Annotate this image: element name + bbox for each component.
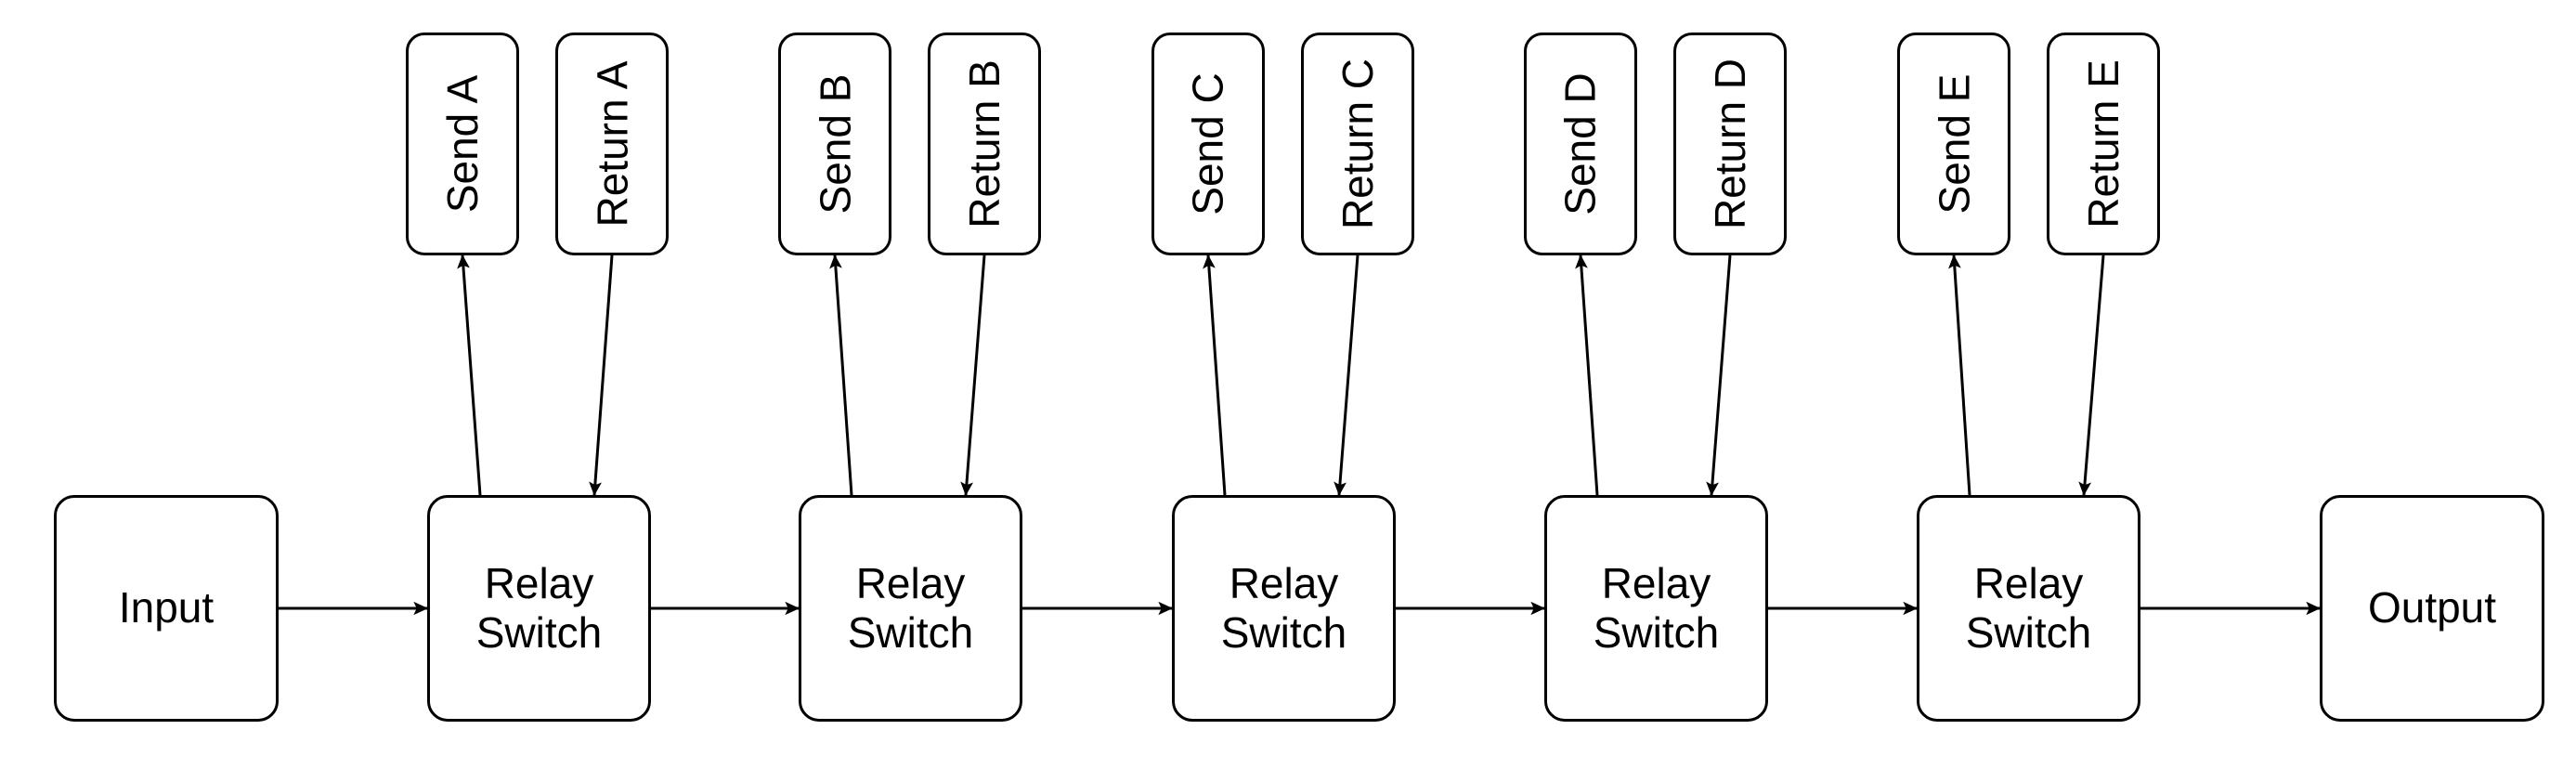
node-return-e-label: Return E: [2079, 59, 2127, 228]
send-arrow-2: [829, 254, 853, 496]
node-output-label: Output: [2367, 583, 2497, 632]
return-arrow-5: [2078, 254, 2105, 496]
node-send-b-label: Send B: [811, 73, 859, 215]
node-relay-3-label: Relay Switch: [1220, 558, 1347, 657]
return-arrow-1: [589, 254, 614, 496]
node-send-b[interactable]: Send B: [778, 33, 891, 255]
node-relay-3[interactable]: Relay Switch: [1172, 495, 1396, 722]
node-send-c[interactable]: Send C: [1151, 33, 1265, 255]
node-relay-1-label: Relay Switch: [475, 558, 603, 657]
node-return-d-label: Return D: [1706, 58, 1755, 230]
node-relay-2-label: Relay Switch: [847, 558, 974, 657]
node-return-b-label: Return B: [960, 59, 1008, 228]
node-return-a[interactable]: Return A: [555, 33, 669, 255]
node-return-d[interactable]: Return D: [1673, 33, 1787, 255]
send-arrow-5: [1948, 254, 1971, 496]
node-send-c-label: Send C: [1184, 72, 1232, 215]
node-relay-5-label: Relay Switch: [1965, 558, 2092, 657]
node-relay-1[interactable]: Relay Switch: [427, 495, 651, 722]
return-arrow-3: [1334, 254, 1360, 496]
node-relay-2[interactable]: Relay Switch: [799, 495, 1022, 722]
node-return-e[interactable]: Return E: [2047, 33, 2160, 255]
node-return-b[interactable]: Return B: [928, 33, 1041, 255]
node-send-e[interactable]: Send E: [1897, 33, 2010, 255]
send-arrow-4: [1575, 254, 1599, 496]
send-arrow-3: [1203, 254, 1227, 496]
node-send-a[interactable]: Send A: [406, 33, 519, 255]
node-return-c-label: Return C: [1334, 58, 1383, 230]
node-send-a-label: Send A: [438, 74, 488, 214]
node-output[interactable]: Output: [2320, 495, 2544, 722]
node-relay-5[interactable]: Relay Switch: [1917, 495, 2140, 722]
return-arrow-2: [960, 254, 986, 496]
node-input-label: Input: [118, 583, 215, 632]
node-return-a-label: Return A: [588, 60, 636, 228]
return-arrow-4: [1706, 254, 1732, 496]
node-relay-4-label: Relay Switch: [1593, 558, 1720, 657]
node-relay-4[interactable]: Relay Switch: [1544, 495, 1768, 722]
node-send-d-label: Send D: [1556, 72, 1605, 215]
node-input[interactable]: Input: [54, 495, 279, 722]
node-send-e-label: Send E: [1930, 73, 1978, 215]
send-arrow-1: [457, 254, 482, 496]
node-send-d[interactable]: Send D: [1524, 33, 1637, 255]
node-return-c[interactable]: Return C: [1301, 33, 1414, 255]
